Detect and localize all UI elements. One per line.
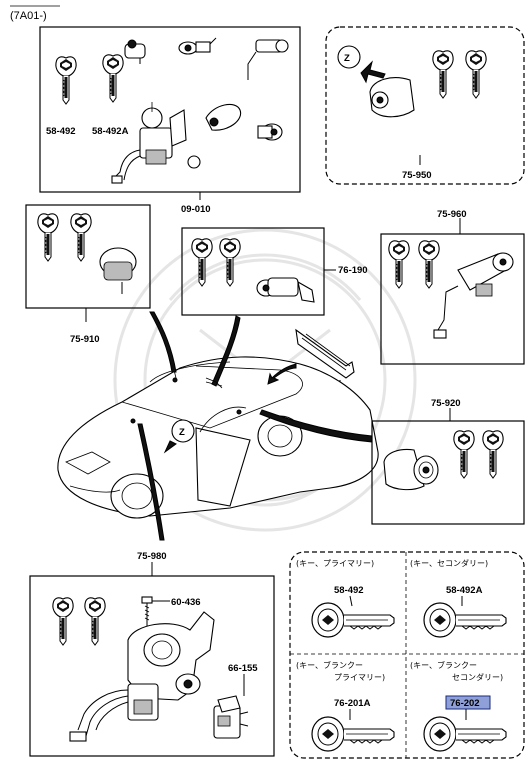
group-76-190[interactable]: 76-190	[181, 227, 368, 316]
part-label: 58-492A	[92, 126, 129, 137]
hatch-lock-cylinder-icon	[256, 277, 315, 303]
part-label: 58-492A	[446, 585, 483, 596]
key-icon	[465, 50, 487, 99]
leader-lines	[137, 311, 373, 541]
arrow-icon	[360, 60, 386, 84]
legend-header: (キー、ブランクー	[296, 660, 363, 670]
key-legend-secondary[interactable]: (キー、セコンダリー) 58-492A	[410, 558, 507, 638]
switch-icon	[213, 695, 249, 739]
group-75-920[interactable]: 75-920	[371, 398, 525, 525]
legend-header: (キー、セコンダリー)	[410, 558, 488, 568]
key-icon	[191, 238, 213, 287]
key-legend: (キー、プライマリー) 58-492 (キー、セコンダリー) 58-492A (…	[289, 551, 525, 759]
trunk-lock-cylinder-icon	[247, 39, 289, 80]
highlight-box	[445, 695, 491, 710]
key-icon	[311, 602, 395, 638]
group-75-910[interactable]: 75-910	[25, 204, 151, 345]
door-lock-cylinder-icon	[99, 247, 137, 294]
part-label: 58-492	[334, 585, 364, 596]
part-label: 58-492	[46, 126, 76, 137]
group-label: 75-950	[402, 170, 432, 181]
group-09-010[interactable]: 58-492 58-492A	[39, 26, 301, 215]
group-75-960[interactable]: 75-960	[380, 209, 525, 365]
legend-header: (キー、プライマリー)	[296, 559, 374, 568]
group-label: 76-190	[338, 265, 368, 276]
legend-header: (キー、ブランクー	[410, 660, 477, 670]
part-label: 76-201A	[334, 698, 371, 709]
lock-cylinder-icon	[124, 39, 146, 64]
group-75-950[interactable]: Z 75-950	[325, 26, 525, 185]
part-label: 60-436	[171, 597, 201, 608]
key-icon	[482, 430, 504, 479]
key-icon	[37, 213, 59, 262]
legend-header: プライマリー)	[334, 673, 385, 682]
key-icon	[388, 240, 410, 289]
part-label: 66-155	[228, 663, 258, 674]
glovebox-cylinder-icon	[257, 123, 283, 141]
z-symbol: Z	[179, 427, 185, 438]
group-label: 75-910	[70, 334, 100, 345]
part-label: 76-202	[450, 698, 480, 709]
group-label: 75-920	[431, 398, 461, 409]
trunk-lock-assembly-icon	[433, 252, 514, 339]
door-handle-icon	[205, 103, 242, 131]
door-lock-cylinder-icon	[178, 37, 217, 55]
door-lock-cylinder-icon	[383, 448, 439, 491]
group-label: 75-960	[437, 209, 467, 220]
car-illustration: Z	[57, 356, 379, 519]
key-icon	[70, 213, 92, 262]
group-75-980[interactable]: 75-980 60-436	[29, 551, 275, 757]
trunk-rod-icon	[295, 328, 355, 379]
key-icon	[52, 597, 74, 646]
key-icon	[311, 716, 395, 752]
legend-header: セコンダリー)	[452, 672, 503, 682]
key-legend-blank-primary[interactable]: (キー、ブランクー プライマリー) 76-201A	[296, 660, 395, 752]
key-icon	[102, 54, 124, 103]
key-icon	[55, 56, 77, 105]
key-legend-primary[interactable]: (キー、プライマリー) 58-492	[296, 559, 395, 638]
key-icon	[84, 597, 106, 646]
key-icon	[423, 602, 507, 638]
z-symbol: Z	[344, 53, 350, 64]
steering-lock-assembly-icon	[69, 611, 215, 742]
model-code: (7A01-)	[10, 10, 47, 22]
group-label: 09-010	[181, 204, 211, 215]
key-icon	[432, 50, 454, 99]
ignition-switch-icon	[111, 102, 201, 184]
key-icon	[453, 430, 475, 479]
key-legend-blank-secondary[interactable]: (キー、ブランクー セコンダリー) 76-202	[410, 660, 507, 752]
key-icon	[418, 240, 440, 289]
glovebox-lock-icon	[369, 77, 415, 118]
group-label: 75-980	[137, 551, 167, 562]
key-icon	[423, 716, 507, 752]
bolt-icon	[141, 596, 153, 628]
